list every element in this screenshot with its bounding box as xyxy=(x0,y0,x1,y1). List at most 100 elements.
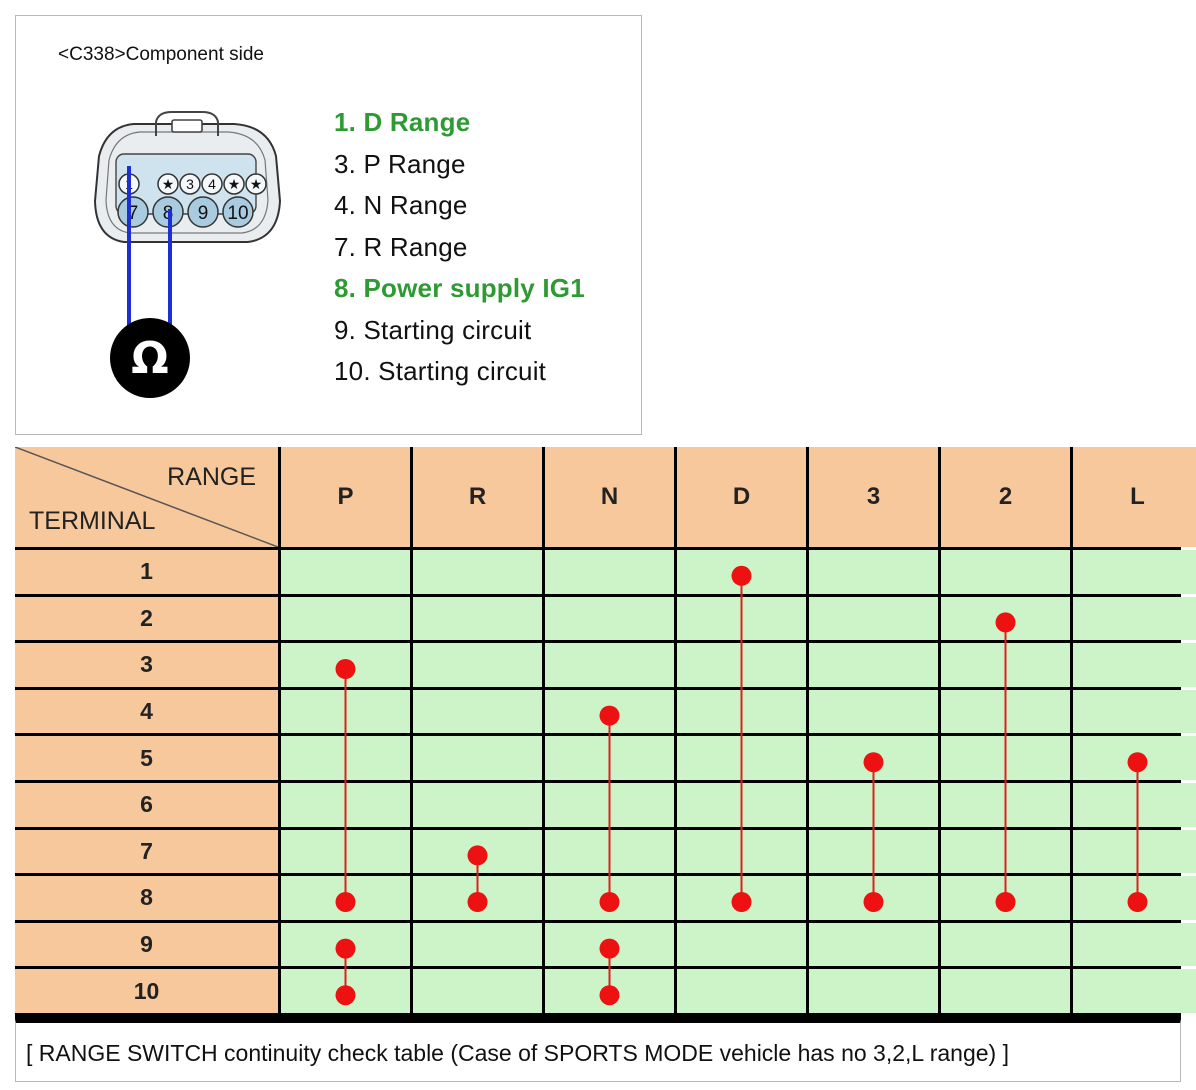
table-cell xyxy=(413,689,542,734)
pin-bottom-label: 9 xyxy=(198,203,209,224)
connector-latch-slot xyxy=(171,119,203,133)
pin-top-label: ★ xyxy=(162,176,175,192)
pin-top-label: 3 xyxy=(186,176,194,192)
row-header: 1 xyxy=(15,550,278,594)
table-caption: [ RANGE SWITCH continuity check table (C… xyxy=(15,1019,1181,1082)
table-cell xyxy=(1073,736,1196,780)
connector-housing-inner xyxy=(105,131,269,234)
legend-item: 3. P Range xyxy=(334,148,466,179)
table-cell xyxy=(809,969,938,1013)
table-cell xyxy=(1073,689,1196,734)
row-header: 4 xyxy=(15,689,278,734)
row-header: 6 xyxy=(15,783,278,827)
table-cell xyxy=(545,876,674,920)
corner-diagonal-line xyxy=(15,447,278,547)
row-header: 2 xyxy=(15,596,278,641)
table-cell xyxy=(281,922,410,967)
table-cell xyxy=(677,736,806,780)
table-cell xyxy=(545,922,674,967)
table-cell xyxy=(809,922,938,967)
pin-top-label: ★ xyxy=(250,176,263,192)
table-cell xyxy=(809,689,938,734)
table-cell xyxy=(545,643,674,687)
table-cell xyxy=(281,829,410,874)
table-cell xyxy=(281,550,410,594)
corner-terminal-label: TERMINAL xyxy=(29,507,156,535)
table-cell xyxy=(281,689,410,734)
table-cell xyxy=(809,783,938,827)
column-header: N xyxy=(545,447,674,547)
pin-bottom-7 xyxy=(117,196,149,228)
table-cell xyxy=(1073,876,1196,920)
corner-header: RANGE TERMINAL xyxy=(15,447,278,547)
table-cell xyxy=(677,829,806,874)
table-cell xyxy=(1073,596,1196,641)
pin-top-4 xyxy=(201,173,223,195)
table-cell xyxy=(281,969,410,1013)
table-cell xyxy=(677,969,806,1013)
legend-item: 9. Starting circuit xyxy=(334,314,532,345)
corner-range-label: RANGE xyxy=(167,463,256,491)
table-cell xyxy=(1073,829,1196,874)
table-cell xyxy=(809,643,938,687)
table-cell xyxy=(545,736,674,780)
row-header: 10 xyxy=(15,969,278,1013)
table-cell xyxy=(941,783,1070,827)
table-cell xyxy=(281,876,410,920)
ohmmeter-icon xyxy=(110,318,190,398)
row-header: 9 xyxy=(15,922,278,967)
table-cell xyxy=(545,689,674,734)
table-cell xyxy=(545,596,674,641)
table-cell xyxy=(281,643,410,687)
pin-top-6 xyxy=(245,173,267,195)
row-header: 3 xyxy=(15,643,278,687)
pin-bottom-label: 7 xyxy=(128,203,139,224)
pin-top-3 xyxy=(179,173,201,195)
table-cell xyxy=(281,596,410,641)
table-cell xyxy=(941,689,1070,734)
column-header: 2 xyxy=(941,447,1070,547)
pin-bottom-10 xyxy=(222,196,254,228)
table-cell xyxy=(1073,550,1196,594)
table-cell xyxy=(545,783,674,827)
legend-item: 1. D Range xyxy=(334,107,471,137)
connector-latch xyxy=(155,111,219,136)
table-cell xyxy=(677,550,806,594)
table-cell xyxy=(941,596,1070,641)
table-cell xyxy=(413,876,542,920)
table-cell xyxy=(809,596,938,641)
table-cell xyxy=(413,922,542,967)
table-cell xyxy=(413,596,542,641)
table-cell xyxy=(545,550,674,594)
table-cell xyxy=(677,596,806,641)
row-header: 5 xyxy=(15,736,278,780)
legend-item: 7. R Range xyxy=(334,231,468,262)
pin-top-label: ★ xyxy=(228,176,241,192)
column-header: D xyxy=(677,447,806,547)
table-cell xyxy=(413,829,542,874)
pin-bottom-label: 10 xyxy=(227,203,248,224)
column-header: P xyxy=(281,447,410,547)
row-header: 7 xyxy=(15,829,278,874)
pin-bottom-9 xyxy=(187,196,219,228)
table-cell xyxy=(413,736,542,780)
table-cell xyxy=(677,643,806,687)
table-cell xyxy=(941,550,1070,594)
table-cell xyxy=(941,736,1070,780)
column-header: 3 xyxy=(809,447,938,547)
pin-top-5 xyxy=(223,173,245,195)
connector-title: <C338>Component side xyxy=(58,44,264,65)
table-cell xyxy=(941,922,1070,967)
table-cell xyxy=(677,876,806,920)
row-header: 8 xyxy=(15,876,278,920)
table-cell xyxy=(413,783,542,827)
legend-item: 4. N Range xyxy=(334,190,468,220)
legend-item: 8. Power supply IG1 xyxy=(334,273,585,303)
table-cell xyxy=(677,922,806,967)
table-cell xyxy=(1073,922,1196,967)
